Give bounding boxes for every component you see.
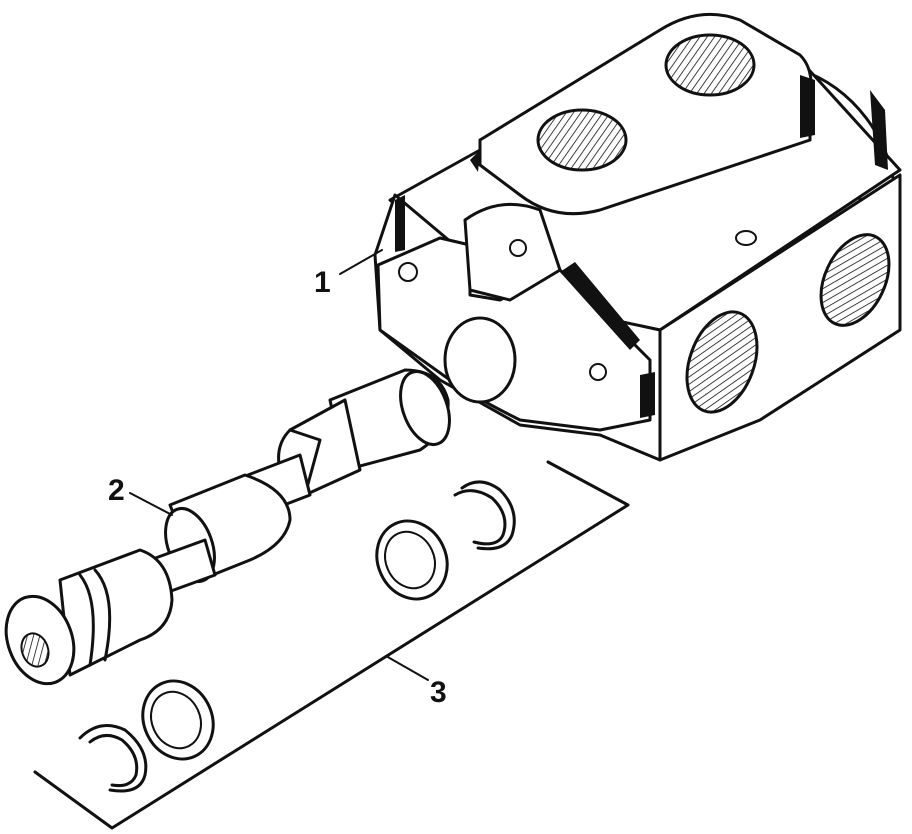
callout-2: 2: [108, 474, 173, 516]
seal-kit: [33, 460, 630, 830]
valve-body: [373, 12, 902, 462]
callout-3: 3: [385, 655, 447, 709]
callout-label-3: 3: [430, 676, 447, 709]
callout-1: 1: [314, 249, 383, 299]
callout-label-1: 1: [314, 266, 331, 299]
spool: [4, 368, 451, 686]
callout-label-2: 2: [108, 474, 125, 507]
